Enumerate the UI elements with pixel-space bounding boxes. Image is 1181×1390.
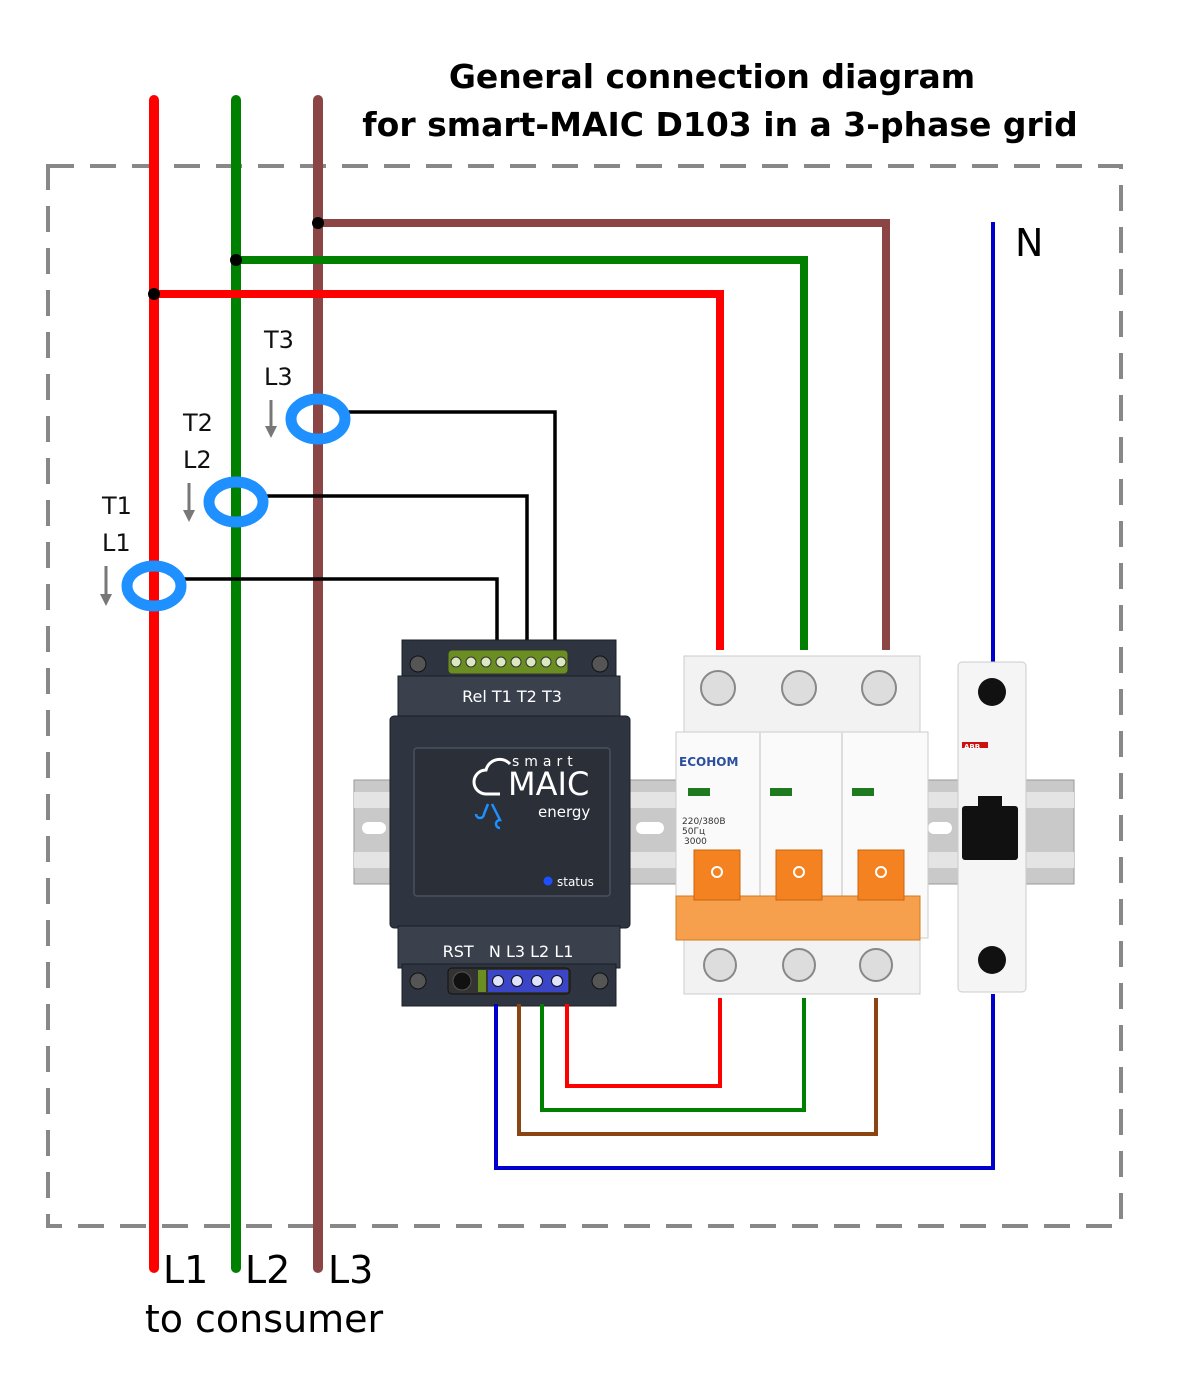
neutral-bottom-screw-icon (978, 946, 1006, 974)
bottom-right-screw-icon (591, 972, 609, 990)
to-consumer-caption: to consumer (145, 1297, 384, 1341)
status-label: status (557, 875, 594, 889)
ct2-t-label: T2 (182, 409, 213, 437)
breaker-handle-2 (775, 849, 823, 901)
ct3-current-transformer: T3 L3 (263, 326, 351, 445)
breaker-bottom-screw-3-icon (859, 948, 893, 982)
ct1-l-label: L1 (102, 529, 131, 557)
breaker-rating-line2: 50Гц (682, 827, 705, 837)
l2-tap-wire (236, 256, 808, 650)
smart-maic-device: Rel T1 T2 T3 smart MAIC energy status RS… (389, 639, 631, 1007)
bottom-l3-label: L3 (328, 1248, 373, 1292)
breaker-bottom-screw-2-icon (782, 948, 816, 982)
l3-junction-dot (312, 217, 324, 229)
enclosure-border (46, 164, 1123, 1228)
neutral-label: N (1015, 221, 1043, 265)
neutral-sense-wire (494, 994, 995, 1170)
breaker-top-screw-3-icon (861, 670, 897, 706)
breaker-bottom-screw-1-icon (703, 948, 737, 982)
ct2-l-label: L2 (183, 446, 212, 474)
bottom-l1-label: L1 (163, 1248, 208, 1292)
logo-maic-text: MAIC (508, 765, 589, 803)
breaker-handle-1 (693, 849, 741, 901)
reset-button-icon (452, 971, 472, 991)
top-left-screw-icon (409, 655, 427, 673)
breaker-brand-label: ECOHOM (679, 755, 738, 769)
top-terminal-block (447, 649, 569, 675)
logo-smart-text: smart (512, 754, 578, 770)
top-terminal-labels: Rel T1 T2 T3 (462, 687, 562, 706)
bottom-terminal-labels: RST N L3 L2 L1 (443, 942, 574, 961)
ct1-current-transformer: T1 L1 (100, 492, 187, 612)
bottom-left-screw-icon (409, 972, 427, 990)
l2-junction-dot (230, 254, 242, 266)
logo-energy-text: energy (538, 803, 590, 821)
l1-tap-wire (154, 290, 724, 650)
single-breaker-handle (962, 806, 1018, 860)
ct3-signal-wire (340, 410, 557, 640)
ct2-signal-wire (258, 494, 529, 640)
three-pole-breaker: ECOHOM 220/380B 50Гц 3000 (675, 655, 929, 995)
ct1-t-label: T1 (101, 492, 132, 520)
front-panel (413, 747, 611, 897)
diagram-title-line1: General connection diagram (449, 57, 975, 96)
l3-tap-wire (318, 219, 890, 650)
bottom-l2-label: L2 (245, 1248, 290, 1292)
l1-junction-dot (148, 288, 160, 300)
l2-sense-wire (540, 998, 806, 1112)
l1-sense-wire (565, 998, 722, 1088)
neutral-top-screw-icon (978, 678, 1006, 706)
breaker-rating-line3: 3000 (684, 837, 707, 847)
single-pole-breaker: ABB (957, 661, 1027, 993)
relay-logo-icon (474, 803, 503, 830)
ct2-current-transformer: T2 L2 (182, 409, 269, 528)
top-right-screw-icon (591, 655, 609, 673)
breaker-top-screw-2-icon (781, 670, 817, 706)
breaker-handle-bar (675, 895, 921, 941)
breaker-handle-3 (857, 849, 905, 901)
l3-sense-wire (517, 998, 878, 1136)
breaker-rating-line1: 220/380B (682, 817, 726, 827)
ct3-l-label: L3 (264, 363, 293, 391)
cloud-logo-icon (472, 757, 512, 796)
ct3-t-label: T3 (263, 326, 294, 354)
ct1-signal-wire (176, 577, 499, 640)
status-led-icon (543, 876, 553, 886)
breaker-top-screw-1-icon (700, 670, 736, 706)
diagram-title-line2: for smart-MAIC D103 in a 3-phase grid (362, 105, 1077, 144)
single-breaker-brand: ABB (964, 743, 980, 751)
